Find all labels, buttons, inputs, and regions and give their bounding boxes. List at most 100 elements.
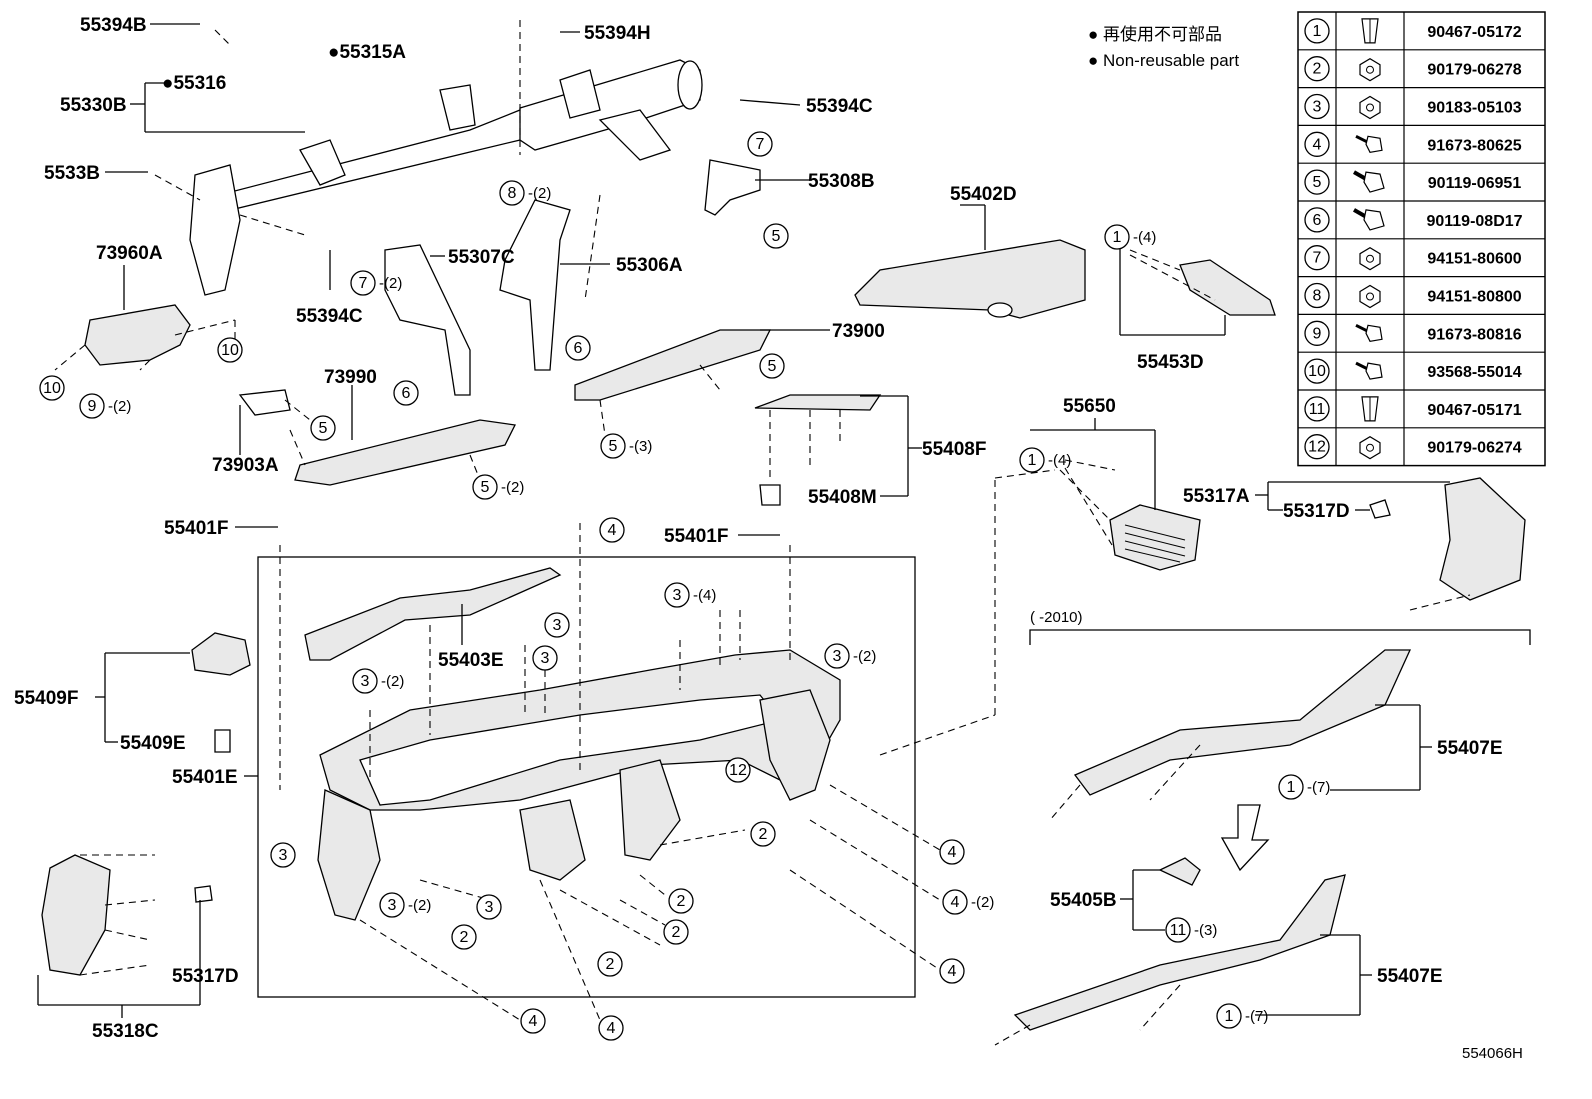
side-cover-55318C bbox=[41, 854, 111, 976]
callout-circle bbox=[942, 889, 968, 915]
fastener-part-number: 90467-05171 bbox=[1427, 402, 1521, 419]
callout-2: 2 bbox=[750, 821, 776, 847]
lower-panel-73900 bbox=[574, 329, 772, 401]
callout-number: 9 bbox=[88, 398, 97, 415]
callout-10: 10 bbox=[39, 375, 65, 401]
label-55394C-mid: 55394C bbox=[296, 306, 363, 327]
fastener-part-number: 90179-06278 bbox=[1427, 62, 1521, 79]
callout-circle bbox=[1216, 1003, 1242, 1029]
label-55316: ●55316 bbox=[162, 73, 226, 94]
callout-7: 7 bbox=[747, 131, 773, 157]
callout-quantity: -(4) bbox=[693, 587, 716, 604]
callout-quantity: -(2) bbox=[853, 648, 876, 665]
callout-circle bbox=[379, 892, 405, 918]
cover-55409F bbox=[191, 632, 251, 676]
callout-number: 6 bbox=[402, 385, 411, 402]
reference-code: 554066H bbox=[1462, 1045, 1523, 1062]
callout-number: 5 bbox=[772, 228, 781, 245]
callout-number: 1 bbox=[1028, 452, 1037, 469]
label-55394H: 55394H bbox=[584, 23, 651, 44]
callout-quantity: -(7) bbox=[1245, 1008, 1268, 1025]
legend-jp: ● 再使用不可部品 bbox=[1088, 24, 1222, 44]
cover-55405B bbox=[1158, 857, 1201, 886]
callout-quantity: -(2) bbox=[971, 894, 994, 911]
callout-4: 4-(2) bbox=[942, 889, 994, 915]
callout-1: 1-(4) bbox=[1019, 447, 1071, 473]
label-55315A: ●55315A bbox=[328, 42, 406, 63]
label-55408F: 55408F bbox=[922, 439, 986, 460]
callout-number: 2 bbox=[759, 826, 768, 843]
callout-number: 10 bbox=[221, 342, 239, 359]
callout-circle bbox=[759, 353, 785, 379]
callout-number: 2 bbox=[460, 929, 469, 946]
callout-circle bbox=[352, 668, 378, 694]
nut-icon bbox=[1359, 436, 1381, 460]
leader-lines bbox=[37, 20, 1471, 1046]
callout-quantity: -(4) bbox=[1133, 229, 1156, 246]
callout-circle bbox=[310, 415, 336, 441]
pad-55403E bbox=[304, 567, 562, 661]
range-bracket bbox=[1029, 629, 1531, 645]
callout-quantity: -(2) bbox=[528, 185, 551, 202]
callout-2: 2 bbox=[597, 951, 623, 977]
item-number: 4 bbox=[1313, 136, 1322, 153]
item-number: 12 bbox=[1308, 439, 1326, 456]
item-number-circle bbox=[1304, 358, 1330, 384]
label-5533B: 5533B bbox=[44, 163, 100, 184]
fastener-part-number: 91673-80625 bbox=[1427, 137, 1521, 154]
callout-circle bbox=[350, 270, 376, 296]
callout-2: 2 bbox=[663, 919, 689, 945]
callout-number: 4 bbox=[529, 1013, 538, 1030]
callout-quantity: -(2) bbox=[379, 275, 402, 292]
callout-number: 5 bbox=[768, 358, 777, 375]
callout-8: 8-(2) bbox=[499, 180, 551, 206]
fastener-part-number: 93568-55014 bbox=[1427, 364, 1521, 381]
callout-circle bbox=[393, 380, 419, 406]
fastener-part-number: 91673-80816 bbox=[1427, 326, 1521, 343]
callout-11: 11-(3) bbox=[1165, 917, 1217, 943]
callout-circle bbox=[1019, 447, 1045, 473]
callout-number: 1 bbox=[1225, 1008, 1234, 1025]
callout-number: 4 bbox=[948, 844, 957, 861]
label-73900: 73900 bbox=[832, 321, 885, 342]
callout-2: 2 bbox=[451, 924, 477, 950]
callout-number: 2 bbox=[677, 893, 686, 910]
callout-number: 3 bbox=[388, 897, 397, 914]
callout-circle bbox=[499, 180, 525, 206]
bolt-icon bbox=[1353, 170, 1385, 193]
item-number: 6 bbox=[1313, 212, 1322, 229]
callout-circle bbox=[725, 757, 751, 783]
item-number-circle bbox=[1304, 207, 1330, 233]
nut-icon bbox=[1359, 284, 1381, 309]
callout-circle bbox=[520, 1008, 546, 1034]
callout-number: 10 bbox=[43, 380, 61, 397]
label-55401F-right: 55401F bbox=[664, 526, 728, 547]
trim-55407E-lower bbox=[1013, 874, 1346, 1031]
callout-circle bbox=[664, 582, 690, 608]
label-55317A: 55317A bbox=[1183, 486, 1250, 507]
label-55405B: 55405B bbox=[1050, 890, 1117, 911]
callout-circle bbox=[1165, 917, 1191, 943]
label-55401E: 55401E bbox=[172, 767, 238, 788]
callout-quantity: -(2) bbox=[501, 479, 524, 496]
callout-number: 7 bbox=[756, 136, 765, 153]
callout-circle bbox=[544, 612, 570, 638]
callout-1: 1-(7) bbox=[1278, 774, 1330, 800]
callout-circle bbox=[565, 335, 591, 361]
item-number-circle bbox=[1304, 245, 1330, 271]
callout-4: 4 bbox=[520, 1008, 546, 1034]
clip-icon bbox=[1361, 396, 1379, 422]
callout-circle bbox=[79, 393, 105, 419]
callout-12: 12 bbox=[725, 757, 751, 783]
label-55409F: 55409F bbox=[14, 688, 78, 709]
callout-circle bbox=[750, 821, 776, 847]
item-number-circle bbox=[1304, 131, 1330, 157]
knee-airbag-73960A bbox=[84, 304, 191, 366]
callout-circle bbox=[598, 1015, 624, 1041]
fastener-part-number: 90467-05172 bbox=[1427, 24, 1521, 41]
callout-quantity: -(3) bbox=[629, 438, 652, 455]
